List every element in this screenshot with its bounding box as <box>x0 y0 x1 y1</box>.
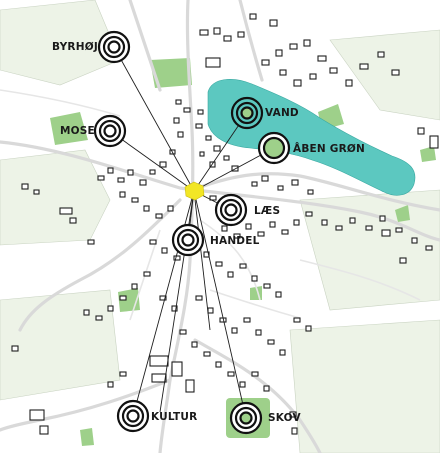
label-laes: LÆS <box>254 205 280 217</box>
label-vand: VAND <box>265 107 299 119</box>
marker-mose <box>93 114 127 148</box>
label-kultur: KULTUR <box>151 411 197 423</box>
label-mose: MOSE <box>60 125 95 137</box>
marker-kultur <box>116 399 150 433</box>
marker-vand <box>230 96 264 130</box>
label-byrhoj: BYRHØJ <box>52 41 98 53</box>
marker-byrhoj <box>97 30 131 64</box>
center-point-icon <box>184 181 205 201</box>
marker-laes <box>214 193 248 227</box>
label-aben-gron: ÅBEN GRØN <box>293 142 365 155</box>
target-ring-icon <box>93 30 291 435</box>
label-skov: SKOV <box>268 412 301 424</box>
buildings <box>11 13 439 435</box>
marker-aben-gron <box>257 131 291 165</box>
marker-skov <box>229 401 263 435</box>
marker-handel <box>171 223 205 257</box>
label-handel: HANDEL <box>210 235 260 247</box>
